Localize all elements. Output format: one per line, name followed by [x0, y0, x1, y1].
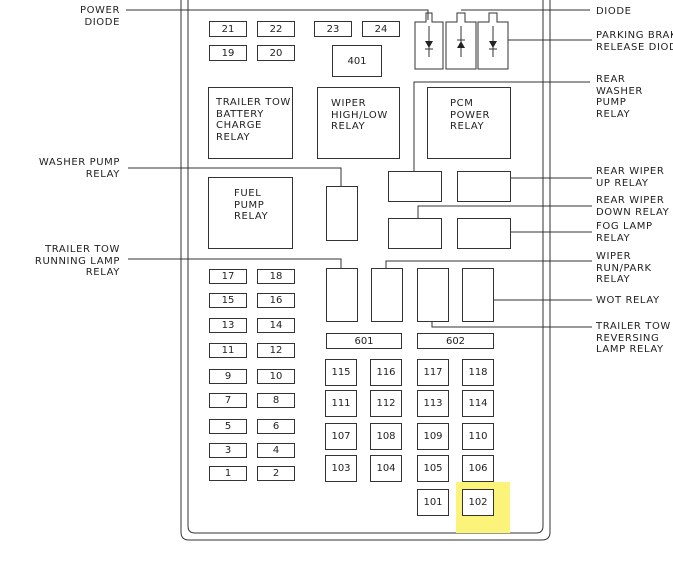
fuse-111: 111 — [325, 390, 357, 417]
fuse-4: 4 — [257, 443, 295, 458]
relay-rear-wiper-up — [457, 171, 511, 202]
label-rear-wiper-up-relay: REAR WIPER UP RELAY — [596, 166, 665, 189]
fuse-17: 17 — [209, 269, 247, 284]
fuse-21: 21 — [209, 21, 247, 37]
label-wot-relay: WOT RELAY — [596, 295, 660, 306]
fuse-116: 116 — [370, 359, 402, 386]
fuse-12: 12 — [257, 343, 295, 358]
panel-outline-inner — [187, 0, 544, 534]
fuse-110: 110 — [462, 423, 494, 450]
leader-trailer-running — [128, 258, 342, 268]
label-rear-washer-pump-relay: REAR WASHER PUMP RELAY — [596, 74, 643, 120]
fuse-1: 1 — [209, 466, 247, 481]
fuse-112: 112 — [370, 390, 402, 417]
relay-pcm-power-label: PCM POWER RELAY — [450, 98, 491, 132]
fuse-14: 14 — [257, 318, 295, 333]
fuse-3: 3 — [209, 443, 247, 458]
fuse-108: 108 — [370, 423, 402, 450]
fuse-113: 113 — [417, 390, 449, 417]
fuse-401: 401 — [332, 45, 382, 77]
label-rear-wiper-down-relay: REAR WIPER DOWN RELAY — [596, 195, 670, 218]
fuse-7: 7 — [209, 393, 247, 408]
fuse-101: 101 — [417, 489, 449, 516]
label-power-diode: POWER DIODE — [79, 5, 120, 28]
leader-rear-washer — [413, 81, 590, 172]
panel-outline-outer — [180, 0, 551, 541]
diode-symbol-3 — [489, 41, 497, 48]
relay-rear-washer-pump — [388, 171, 442, 202]
fuse-2: 2 — [257, 466, 295, 481]
relay-fog-lamp — [457, 218, 511, 249]
fuse-6: 6 — [257, 419, 295, 434]
relay-trailer-tow-battery-charge: TRAILER TOW BATTERY CHARGE RELAY — [208, 87, 293, 159]
diode-holder-2 — [445, 12, 477, 70]
fuse-117: 117 — [417, 359, 449, 386]
leader-wiper-run-park — [385, 260, 592, 268]
fuse-118: 118 — [462, 359, 494, 386]
fuse-107: 107 — [325, 423, 357, 450]
label-parking-brake-release-diode: PARKING BRAK RELEASE DIOD — [596, 30, 673, 53]
leader-washer-pump — [128, 167, 342, 186]
leader-power-diode — [126, 9, 429, 20]
relay-rear-wiper-down — [388, 218, 442, 249]
relay-wiper-high-low: WIPER HIGH/LOW RELAY — [317, 87, 400, 159]
fuse-601: 601 — [326, 333, 402, 349]
fuse-20: 20 — [257, 45, 295, 61]
fuse-19: 19 — [209, 45, 247, 61]
relay-wot — [462, 268, 494, 322]
relay-trailer-tow-running-lamp — [326, 268, 358, 322]
fuse-109: 109 — [417, 423, 449, 450]
fuse-13: 13 — [209, 318, 247, 333]
label-diode: DIODE — [596, 6, 632, 17]
diode-holder-1 — [414, 12, 444, 70]
fuse-16: 16 — [257, 293, 295, 308]
fuse-18: 18 — [257, 269, 295, 284]
fuse-22: 22 — [257, 21, 295, 37]
leader-trailer-reversing — [431, 321, 592, 328]
diode-holder-3 — [477, 12, 509, 70]
fuse-23: 23 — [314, 21, 352, 37]
fuse-5: 5 — [209, 419, 247, 434]
relay-fuel-pump-label: FUEL PUMP RELAY — [234, 188, 269, 222]
relay-fuel-pump: FUEL PUMP RELAY — [208, 177, 293, 249]
relay-pcm-power: PCM POWER RELAY — [427, 87, 511, 159]
fuse-24: 24 — [362, 21, 400, 37]
leader-rear-wiper-down — [417, 205, 592, 218]
label-fog-lamp-relay: FOG LAMP RELAY — [596, 221, 653, 244]
diode-symbol-2 — [457, 41, 465, 48]
fuse-114: 114 — [462, 390, 494, 417]
fuse-9: 9 — [209, 369, 247, 384]
fuse-10: 10 — [257, 369, 295, 384]
fuse-11: 11 — [209, 343, 247, 358]
label-trailer-tow-running-lamp-relay: TRAILER TOW RUNNING LAMP RELAY — [34, 244, 120, 278]
relay-trailer-tow-reversing-lamp — [417, 268, 449, 322]
fuse-15: 15 — [209, 293, 247, 308]
label-washer-pump-relay: WASHER PUMP RELAY — [38, 157, 120, 180]
relay-wiper-run-park — [371, 268, 403, 322]
diode-symbol-1 — [425, 41, 433, 48]
fuse-8: 8 — [257, 393, 295, 408]
relay-washer-pump — [326, 186, 358, 241]
label-wiper-run-park-relay: WIPER RUN/PARK RELAY — [596, 251, 652, 285]
fuse-102: 102 — [462, 489, 494, 516]
fuse-104: 104 — [370, 455, 402, 482]
label-trailer-tow-reversing-lamp-relay: TRAILER TOW REVERSING LAMP RELAY — [596, 321, 671, 355]
fuse-103: 103 — [325, 455, 357, 482]
fuse-115: 115 — [325, 359, 357, 386]
fuse-602: 602 — [417, 333, 494, 349]
fuse-105: 105 — [417, 455, 449, 482]
relay-trailer-tow-battery-charge-label: TRAILER TOW BATTERY CHARGE RELAY — [216, 97, 291, 143]
fuse-106: 106 — [462, 455, 494, 482]
relay-wiper-high-low-label: WIPER HIGH/LOW RELAY — [331, 98, 388, 132]
